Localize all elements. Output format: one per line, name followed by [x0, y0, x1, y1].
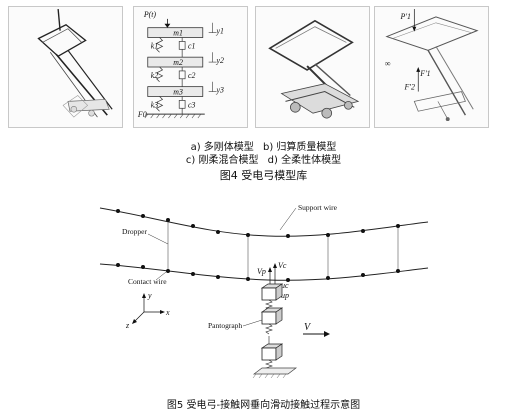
pantograph-stack [252, 283, 298, 379]
fig4-caption-cd: c) 刚柔混合模型 d) 全柔性体模型 [0, 155, 527, 167]
displacement-2-label: y2 [216, 56, 224, 65]
fig4-title: 图4 受电弓模型库 [219, 169, 308, 182]
axis-y-label: y [147, 291, 152, 300]
vc-label: Vc [278, 261, 287, 270]
base-force-label: F0 [137, 110, 147, 119]
damper-3-label: c3 [188, 100, 195, 109]
up-label: up [281, 291, 289, 300]
dropper-label: Dropper [122, 227, 147, 236]
displacement-3-label: y3 [216, 86, 224, 95]
mid-force-label: F'1 [419, 69, 430, 78]
panel-d-flexible-model: P'1 F'1 F'2 ∞ [374, 6, 489, 128]
axis-x-label: x [165, 308, 170, 317]
velocity-label: V [304, 322, 312, 333]
fig4-caption-ab: a) 多刚体模型 b) 归算质量模型 [0, 142, 527, 154]
uc-label: uc [281, 281, 289, 290]
panel-a-multibody-model [8, 6, 123, 128]
displacement-1-label: y1 [216, 27, 224, 36]
spring-2-label: k2 [151, 71, 158, 80]
fig5-catenary-diagram: Support wire Dropper Contact wire Vp Vc … [98, 188, 430, 394]
fig5-title: 图5 受电弓-接触网垂向滑动接触过程示意图 [166, 400, 361, 411]
mass-1-label: m1 [173, 29, 183, 38]
force-label: P(t) [143, 10, 157, 19]
side-label: ∞ [385, 59, 391, 68]
damper-2-label: c2 [188, 71, 195, 80]
vp-label: Vp [257, 267, 266, 276]
caption-a: a) 多刚体模型 [190, 142, 254, 153]
caption-b: b) 归算质量模型 [262, 142, 337, 153]
lumped-mass-diagram: P(t) m1 k1 c1 m2 k2 c2 m3 k3 c3 F0 [137, 10, 224, 119]
axis-z-label: z [125, 321, 130, 330]
caption-d: d) 全柔性体模型 [267, 155, 342, 166]
contact-wire-label: Contact wire [128, 277, 167, 286]
mass-2-label: m2 [173, 58, 183, 67]
contact-wire-line [99, 263, 429, 281]
pantograph-multibody-drawing [37, 8, 113, 118]
lower-force-label: F'2 [403, 83, 414, 92]
panel-c-hybrid-model [255, 6, 370, 128]
pantograph-hybrid-drawing [268, 19, 360, 119]
contact-wire-nodes [116, 263, 400, 282]
catenary-schematic: Support wire Dropper Contact wire Vp Vc … [99, 203, 429, 379]
support-wire-nodes [116, 209, 400, 238]
pantograph-flexible-drawing: P'1 F'1 F'2 ∞ [385, 9, 479, 122]
spring-1-label: k1 [151, 41, 158, 50]
support-wire-label: Support wire [298, 203, 338, 212]
caption-c: c) 刚柔混合模型 [185, 155, 259, 166]
pantograph-label: Pantograph [208, 321, 242, 330]
spring-3-label: k3 [151, 100, 158, 109]
top-force-label: P'1 [400, 12, 411, 21]
coordinate-axes [132, 293, 165, 324]
damper-1-label: c1 [188, 41, 195, 50]
support-wire-line [99, 207, 429, 237]
panel-b-lumped-mass-model: P(t) m1 k1 c1 m2 k2 c2 m3 k3 c3 F0 [133, 6, 248, 128]
mass-3-label: m3 [173, 88, 183, 97]
